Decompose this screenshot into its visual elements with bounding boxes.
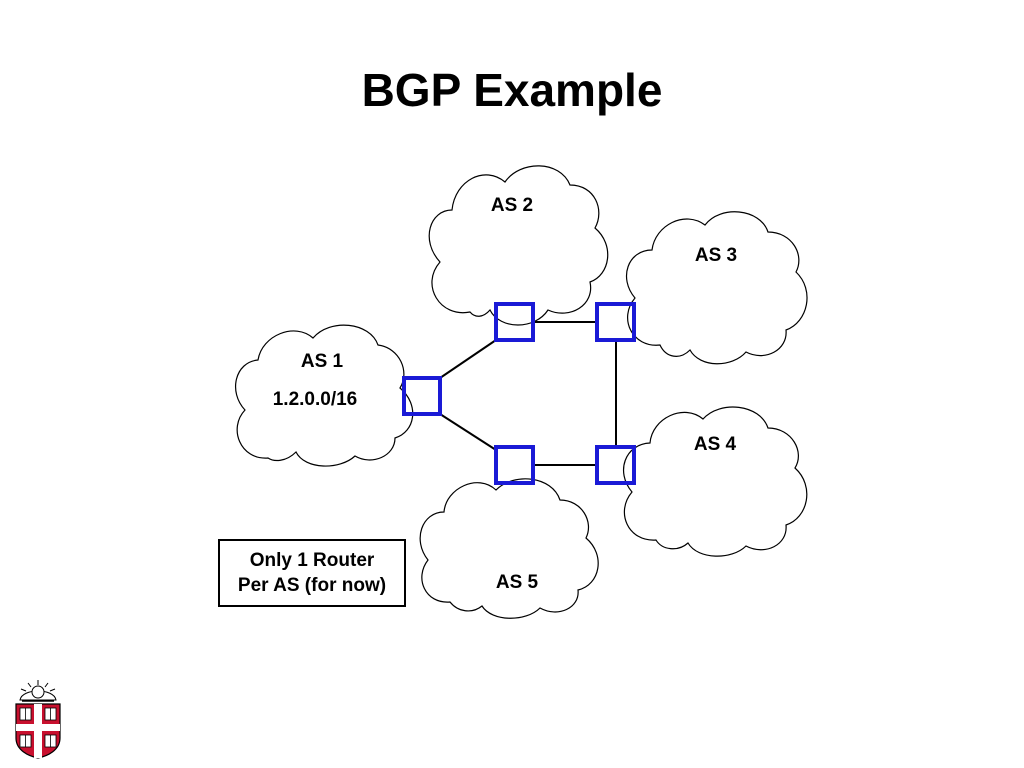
as1-cloud: AS 1 1.2.0.0/16 [235,324,414,467]
as5-label: AS 5 [496,572,539,593]
router-as5[interactable] [494,445,535,485]
link-as1-as5 [439,413,497,451]
router-as1[interactable] [402,376,442,416]
router-as2[interactable] [494,302,535,342]
router-links [439,321,617,466]
as4-label: AS 4 [694,434,737,455]
as2-cloud: AS 2 [428,165,609,326]
as4-cloud: AS 4 [623,406,808,557]
as5-cloud: AS 5 [419,478,599,619]
as5-cloud-shape [419,478,599,619]
as4-cloud-shape [623,406,808,557]
crest-shield-icon [15,703,61,759]
as2-cloud-shape [428,165,609,326]
note-line-1: Only 1 Router [249,550,375,571]
routers [402,302,636,485]
router-as3[interactable] [595,302,636,342]
note-box: Only 1 Router Per AS (for now) [218,539,406,607]
crest-sun-icon [19,680,57,702]
as3-cloud-shape [625,211,808,365]
slide-title: BGP Example [361,64,663,116]
as3-cloud: AS 3 [625,211,808,365]
as1-cloud-shape [235,324,414,467]
note-line-2: Per AS (for now) [237,575,387,596]
as2-label: AS 2 [491,195,533,216]
link-as1-as2 [439,339,497,379]
as1-label: AS 1 [301,351,344,372]
router-as4[interactable] [595,445,636,485]
as1-prefix: 1.2.0.0/16 [273,389,358,410]
university-crest-icon [15,680,61,759]
as3-label: AS 3 [695,245,737,266]
